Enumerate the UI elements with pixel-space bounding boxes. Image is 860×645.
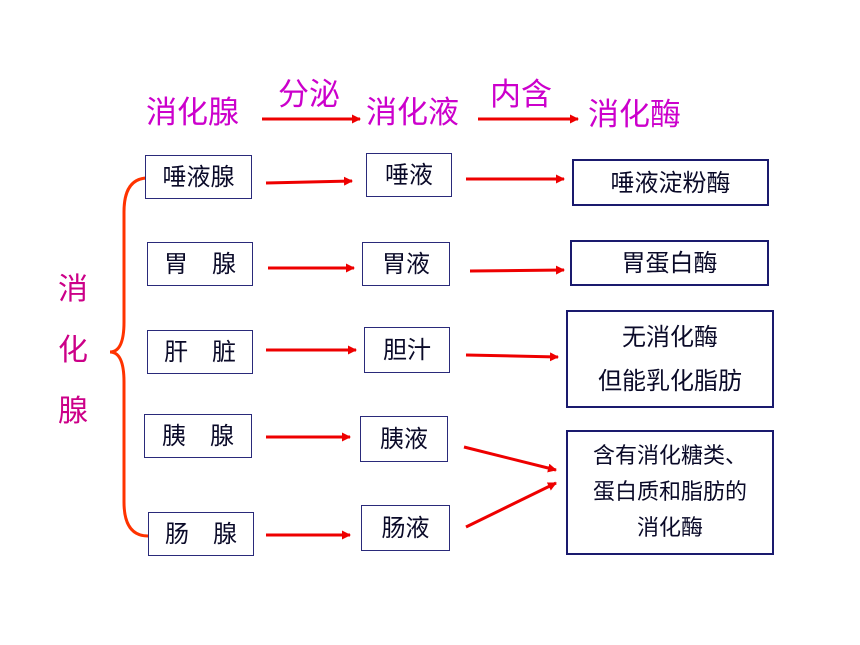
gland-box-5: 肠 腺 — [148, 512, 254, 556]
juice-box-2: 胃液 — [362, 242, 450, 286]
enzyme-box-3-line-2: 但能乳化脂肪 — [598, 367, 742, 395]
header-juice: 消化液 — [366, 95, 459, 131]
arrow-juice-4 — [463, 445, 557, 473]
arrow-gland-1 — [265, 176, 353, 186]
enzyme-box-2: 胃蛋白酶 — [570, 240, 769, 286]
curly-bracket — [109, 176, 149, 538]
enzyme-box-3: 无消化酶 但能乳化脂肪 — [566, 310, 774, 408]
header-enzyme: 消化酶 — [588, 97, 681, 133]
enzyme-box-shared: 含有消化糖类、 蛋白质和脂肪的 消化酶 — [566, 430, 774, 555]
gland-box-2: 胃 腺 — [147, 242, 253, 286]
enzyme-box-1-line-1: 唾液淀粉酶 — [610, 168, 731, 197]
enzyme-box-3-line-1: 无消化酶 — [622, 323, 718, 351]
side-label-char-3: 腺 — [58, 394, 88, 429]
side-label-char-1: 消 — [58, 272, 88, 307]
enzyme-box-shared-line-1: 含有消化糖类、 — [592, 443, 747, 469]
arrow-juice-3 — [465, 352, 559, 362]
header-secrete: 分泌 — [278, 77, 340, 113]
juice-box-5: 肠液 — [361, 505, 450, 551]
enzyme-box-1: 唾液淀粉酶 — [572, 159, 769, 206]
enzyme-box-shared-line-2: 蛋白质和脂肪的 — [592, 479, 747, 505]
side-label-char-2: 化 — [58, 333, 88, 368]
arrow-juice-5 — [465, 481, 557, 529]
header-contain: 内含 — [490, 77, 552, 113]
juice-box-3: 胆汁 — [364, 327, 450, 373]
arrow-juice-2 — [469, 265, 565, 275]
enzyme-box-shared-line-3: 消化酶 — [636, 515, 703, 541]
gland-box-1: 唾液腺 — [145, 155, 252, 199]
gland-box-3: 肝 脏 — [147, 330, 253, 374]
gland-box-4: 胰 腺 — [144, 414, 252, 458]
juice-box-4: 胰液 — [360, 416, 448, 462]
enzyme-box-2-line-1: 胃蛋白酶 — [621, 249, 718, 277]
juice-box-1: 唾液 — [366, 153, 452, 197]
header-gland: 消化腺 — [146, 95, 239, 131]
